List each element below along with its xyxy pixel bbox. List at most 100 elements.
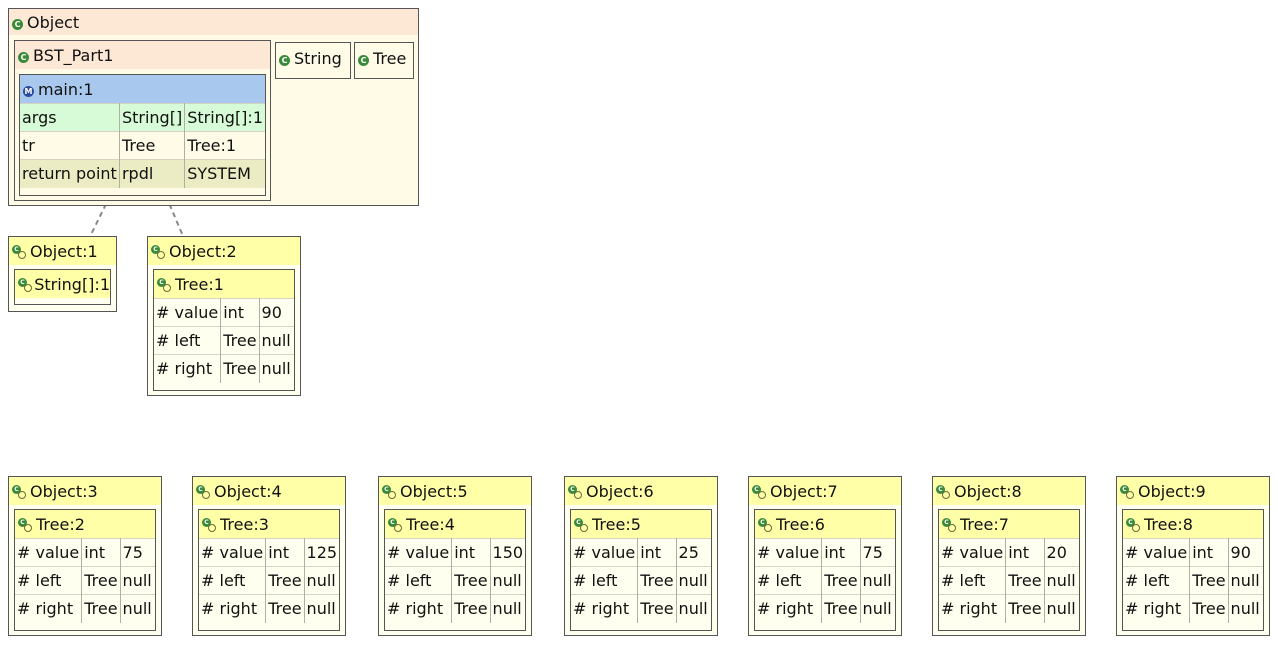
object1-header: Object:1 xyxy=(9,237,116,265)
object-icon xyxy=(157,278,171,292)
main-frame-header: M main:1 xyxy=(20,75,265,103)
string-class-box[interactable]: C String xyxy=(275,42,351,79)
tree-class-header: C Tree xyxy=(355,43,413,73)
object2-box[interactable]: Object:2 Tree:1 # value int 90 # left Tr… xyxy=(147,236,301,396)
tree-instance-label: Tree:3 xyxy=(220,514,269,534)
var-value[interactable]: String[]:1 xyxy=(184,103,265,132)
table-row: # right Tree null xyxy=(154,354,294,383)
object-icon xyxy=(752,485,766,499)
var-value[interactable]: Tree:1 xyxy=(184,131,265,160)
object-label: Object:6 xyxy=(586,481,654,501)
field-type: int xyxy=(1005,538,1045,567)
field-name: # left xyxy=(755,566,823,595)
field-value: null xyxy=(490,566,526,595)
object-icon xyxy=(1120,485,1134,499)
tree-instance-label: Tree:4 xyxy=(406,514,455,534)
string-array-instance-box[interactable]: String[]:1 xyxy=(14,269,111,305)
tree-instance-label: Tree:6 xyxy=(776,514,825,534)
object-icon xyxy=(936,485,950,499)
field-value: null xyxy=(1044,566,1079,595)
field-value: 25 xyxy=(676,538,711,567)
field-name: # right xyxy=(154,354,222,383)
tree1-instance-box[interactable]: Tree:1 # value int 90 # left Tree null #… xyxy=(153,269,295,391)
tree-instance-label: Tree:2 xyxy=(36,514,85,534)
bst-class-box[interactable]: C BST_Part1 M main:1 args String[] Strin… xyxy=(14,40,271,201)
field-value: 150 xyxy=(490,538,526,567)
field-name: # right xyxy=(1123,594,1191,623)
main-frame-box[interactable]: M main:1 args String[] String[]:1 tr Tre… xyxy=(19,74,266,196)
object-icon xyxy=(196,485,210,499)
field-value: null xyxy=(1228,566,1263,595)
tree-instance-header: Tree:8 xyxy=(1123,510,1263,538)
field-type: int xyxy=(1189,538,1229,567)
class-icon: C xyxy=(18,51,29,63)
tree1-instance-header: Tree:1 xyxy=(154,270,294,298)
table-row: args String[] String[]:1 xyxy=(20,103,265,132)
object-icon xyxy=(12,245,26,259)
field-name: # right xyxy=(939,594,1007,623)
tree-instance-header: Tree:4 xyxy=(385,510,525,538)
field-name: # right xyxy=(199,594,267,623)
field-value: null xyxy=(259,354,294,383)
field-name: # value xyxy=(1123,538,1191,567)
field-type: Tree xyxy=(637,566,677,595)
field-value: 125 xyxy=(304,538,340,567)
field-type: Tree xyxy=(1005,566,1045,595)
main-frame-label: main:1 xyxy=(38,79,94,99)
var-value: SYSTEM xyxy=(184,159,265,188)
bst-class-header: C BST_Part1 xyxy=(15,41,270,69)
object-header: Object:3 xyxy=(9,477,161,505)
field-type: Tree xyxy=(220,354,260,383)
field-value: null xyxy=(1228,594,1263,623)
tree-class-box[interactable]: C Tree xyxy=(354,42,414,79)
field-name: # right xyxy=(755,594,823,623)
field-value: null xyxy=(120,594,155,623)
tree-instance-header: Tree:7 xyxy=(939,510,1079,538)
field-value: null xyxy=(676,566,711,595)
field-type: int xyxy=(265,538,305,567)
field-name: # value xyxy=(385,538,453,567)
object-icon xyxy=(1126,518,1140,532)
object1-box[interactable]: Object:1 String[]:1 xyxy=(8,236,117,312)
table-row: tr Tree Tree:1 xyxy=(20,131,265,160)
string-class-label: String xyxy=(294,48,342,68)
object-class-header: C Object xyxy=(9,9,418,35)
object-icon xyxy=(382,485,396,499)
field-type: int xyxy=(81,538,121,567)
main-frame-table: args String[] String[]:1 tr Tree Tree:1 … xyxy=(20,103,265,188)
class-icon: C xyxy=(12,18,23,30)
object-class-box[interactable]: C Object C BST_Part1 M main:1 args Strin… xyxy=(8,8,419,206)
object-header: Object:6 xyxy=(565,477,717,505)
object-icon xyxy=(151,245,165,259)
object-header: Object:9 xyxy=(1117,477,1269,505)
field-value: 90 xyxy=(259,298,294,327)
field-type: Tree xyxy=(1189,566,1229,595)
field-type: Tree xyxy=(1189,594,1229,623)
